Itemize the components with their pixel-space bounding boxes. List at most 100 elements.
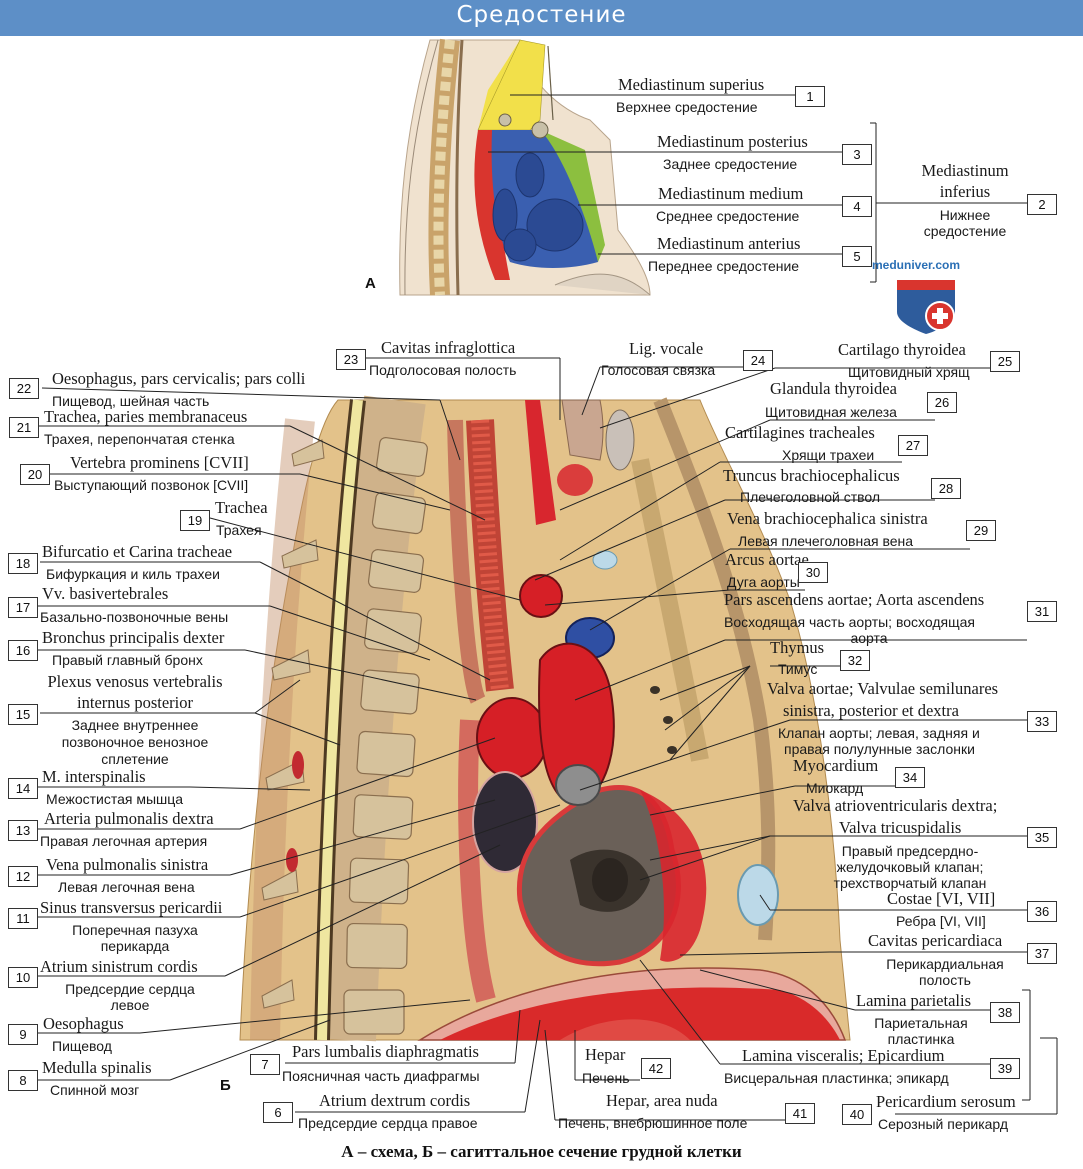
label-21-number: 21 (9, 417, 39, 438)
label-32-ru: Тимус (778, 661, 818, 677)
label-5-number: 5 (842, 246, 872, 267)
label-25-number: 25 (990, 351, 1020, 372)
label-15-ru-line1: Заднее внутреннее (71, 717, 199, 733)
label-7-latin: Pars lumbalis diaphragmatis (292, 1042, 479, 1061)
label-1-number: 1 (795, 86, 825, 107)
label-11-latin: Sinus transversus pericardii (40, 898, 223, 917)
label-25-ru: Щитовидный хрящ (848, 364, 970, 380)
label-2-latin-line2: inferius (939, 182, 991, 201)
sagittal-section-b (239, 395, 851, 1042)
label-4-latin: Mediastinum medium (658, 184, 804, 203)
label-3-latin: Mediastinum posterius (657, 132, 808, 151)
label-15-latin-line1: Plexus venosus vertebralis (47, 672, 223, 691)
label-17-ru: Базально-позвоночные вены (40, 609, 229, 625)
label-8-latin: Medulla spinalis (42, 1058, 152, 1077)
label-8-ru: Спинной мозг (50, 1082, 140, 1098)
label-42-ru: Печень (582, 1070, 630, 1086)
label-19-number: 19 (180, 510, 210, 531)
label-35-ru-line1: Правый предсердно- (841, 843, 979, 859)
label-21-latin: Trachea, paries membranaceus (44, 407, 248, 426)
label-34-number: 34 (895, 767, 925, 788)
label-24-latin: Lig. vocale (629, 339, 704, 358)
leader-lines (38, 94, 1058, 1121)
label-16-ru: Правый главный бронх (52, 652, 203, 668)
label-27-ru: Хрящи трахеи (782, 447, 875, 463)
label-28-number: 28 (931, 478, 961, 499)
label-3-ru: Заднее средостение (663, 156, 798, 172)
label-7-number: 7 (250, 1054, 280, 1075)
page-title: Средостение (456, 2, 627, 28)
label-7-ru: Поясничная часть диафрагмы (282, 1068, 480, 1084)
label-33-number: 33 (1027, 711, 1057, 732)
label-31-ru-line2: аорта (850, 630, 888, 646)
label-40-latin: Pericardium serosum (876, 1092, 1016, 1111)
label-10-number: 10 (8, 967, 38, 988)
label-37-ru-line2: полость (919, 972, 971, 988)
label-26-latin: Glandula thyroidea (770, 379, 897, 398)
site-name: meduniver.com (872, 258, 961, 272)
label-18-latin: Bifurcatio et Carina tracheae (42, 542, 233, 561)
label-4-number: 4 (842, 196, 872, 217)
label-35-ru-line2: желудочковый клапан; (836, 859, 984, 875)
label-12-latin: Vena pulmonalis sinistra (46, 855, 209, 874)
label-1-latin: Mediastinum superius (618, 75, 765, 94)
label-42-number: 42 (641, 1058, 671, 1079)
label-37-ru-line1: Перикардиальная (886, 956, 1004, 972)
label-35-ru-line3: трехстворчатый клапан (833, 875, 987, 891)
label-31-number: 31 (1027, 601, 1057, 622)
label-10-ru-line1: Предсердие сердца (65, 981, 195, 997)
label-15-number: 15 (8, 704, 38, 725)
label-13-ru: Правая легочная артерия (40, 833, 208, 849)
label-28-ru: Плечеголовной ствол (740, 489, 881, 505)
label-12-ru: Левая легочная вена (58, 879, 195, 895)
label-5-ru: Переднее средостение (648, 258, 800, 274)
label-10-latin: Atrium sinistrum cordis (40, 957, 198, 976)
label-30-ru: Дуга аорты (727, 574, 800, 590)
site-logo (897, 280, 955, 334)
label-6-number: 6 (263, 1102, 293, 1123)
label-10-ru-line2: левое (110, 997, 150, 1013)
label-3-number: 3 (842, 144, 872, 165)
label-6-ru: Предсердие сердца правое (298, 1115, 478, 1131)
label-20-latin: Vertebra prominens [CVII] (70, 453, 249, 472)
figure-caption: А – схема, Б – сагиттальное сечение груд… (341, 1142, 742, 1161)
label-22-ru: Пищевод, шейная часть (52, 393, 210, 409)
label-19-ru: Трахея (216, 522, 262, 538)
label-33-latin-line1: Valva aortae; Valvulae semilunares (767, 679, 999, 698)
label-31-latin: Pars ascendens aortae; Aorta ascendens (724, 590, 985, 609)
label-35-number: 35 (1027, 827, 1057, 848)
label-38-latin: Lamina parietalis (856, 991, 971, 1010)
label-12-number: 12 (8, 866, 38, 887)
label-14-number: 14 (8, 778, 38, 799)
label-36-number: 36 (1027, 901, 1057, 922)
label-35-latin-line2: Valva tricuspidalis (839, 818, 962, 837)
label-26-ru: Щитовидная железа (765, 404, 897, 420)
panel-letter-a: А (365, 275, 376, 292)
label-22-latin: Oesophagus, pars cervicalis; pars colli (52, 369, 306, 388)
label-23-latin: Cavitas infraglottica (381, 338, 516, 357)
label-30-latin: Arcus aortae (725, 550, 809, 569)
label-42-latin: Hepar (585, 1045, 626, 1064)
label-21-ru: Трахея, перепончатая стенка (44, 431, 235, 447)
label-2-ru-line2: средостение (923, 223, 1007, 239)
label-18-number: 18 (8, 553, 38, 574)
label-40-ru: Серозный перикард (878, 1116, 1009, 1132)
label-36-ru: Ребра [VI, VII] (896, 913, 986, 929)
label-24-ru: Голосовая связка (601, 362, 716, 378)
label-29-ru: Левая плечеголовная вена (738, 533, 914, 549)
title-banner (0, 0, 1083, 36)
label-34-ru: Миокард (806, 780, 864, 796)
label-15-ru-line3: сплетение (101, 751, 169, 767)
label-15-latin-line2: internus posterior (77, 693, 193, 712)
label-26-number: 26 (927, 392, 957, 413)
label-17-latin: Vv. basivertebrales (42, 584, 169, 603)
label-37-latin: Cavitas pericardiaca (868, 931, 1003, 950)
label-18-ru: Бифуркация и киль трахеи (46, 566, 220, 582)
label-13-latin: Arteria pulmonalis dextra (44, 809, 214, 828)
label-38-ru-line2: пластинка (887, 1031, 955, 1047)
label-2-ru-line1: Нижнее (939, 207, 991, 223)
label-39-ru: Висцеральная пластинка; эпикард (724, 1070, 949, 1086)
label-41-latin: Hepar, area nuda (606, 1091, 718, 1110)
label-35-latin-line1: Valva atrioventricularis dextra; (793, 796, 998, 815)
label-8-number: 8 (8, 1070, 38, 1091)
